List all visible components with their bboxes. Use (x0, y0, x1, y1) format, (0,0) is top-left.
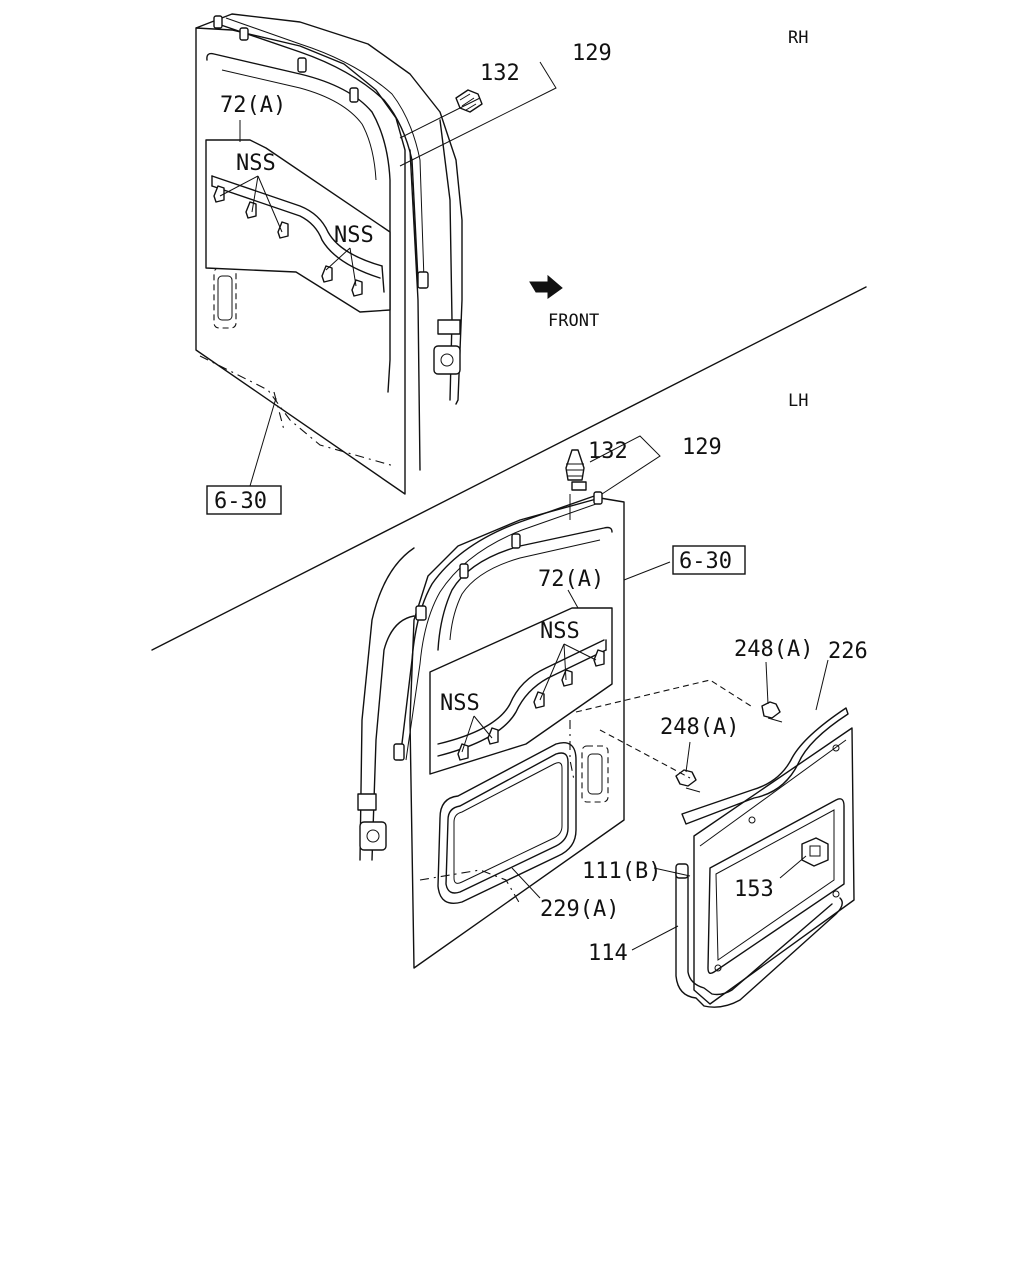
rh-part-132-grommet (455, 89, 483, 113)
rh-label-132: 132 (480, 61, 520, 86)
lh-label-129: 129 (682, 435, 722, 460)
lh-label-132: 132 (588, 439, 628, 464)
rh-side-label: RH (788, 28, 808, 48)
lh-label-114: 114 (588, 941, 628, 966)
lh-label-ref-box: 6-30 (679, 549, 732, 574)
lh-label-248a-top: 248(A) (734, 637, 813, 662)
rh-label-129: 129 (572, 41, 612, 66)
lh-side-label: LH (788, 391, 808, 411)
lh-label-nss-upper: NSS (540, 619, 580, 644)
lh-label-226: 226 (828, 639, 868, 664)
lh-part-153-switch (801, 837, 829, 867)
rh-top-clips (213, 15, 429, 289)
lh-label-229a: 229(A) (540, 897, 619, 922)
lh-label-nss-lower: NSS (440, 691, 480, 716)
front-label: FRONT (548, 311, 599, 331)
rh-label-ref-box: 6-30 (214, 489, 267, 514)
lh-detail-panel-72a (429, 607, 613, 775)
rh-label-72a: 72(A) (220, 93, 286, 118)
lh-door-outline (409, 497, 625, 969)
lh-label-153: 153 (734, 877, 774, 902)
section-divider-line (151, 286, 867, 651)
rh-label-nss-upper: NSS (236, 151, 276, 176)
lh-ref-box (672, 545, 746, 575)
front-direction-arrow-icon (529, 274, 563, 299)
lh-part-248a-clip-mid (675, 769, 701, 793)
lh-trim-panel-226 (681, 707, 855, 1005)
rh-ref-box (206, 485, 282, 515)
lh-part-248a-clip-top (761, 701, 783, 723)
lh-window-seal-229a (437, 742, 577, 904)
rh-door-assembly (195, 13, 557, 495)
lh-door-assembly (357, 435, 671, 969)
lh-label-248a-mid: 248(A) (660, 715, 739, 740)
lh-part-132-grommet (565, 449, 587, 491)
rh-label-nss-lower: NSS (334, 223, 374, 248)
rh-detail-panel-72a (205, 139, 391, 313)
lh-top-clips (393, 491, 603, 761)
lh-label-72a: 72(A) (538, 567, 604, 592)
lh-label-111b: 111(B) (582, 859, 661, 884)
